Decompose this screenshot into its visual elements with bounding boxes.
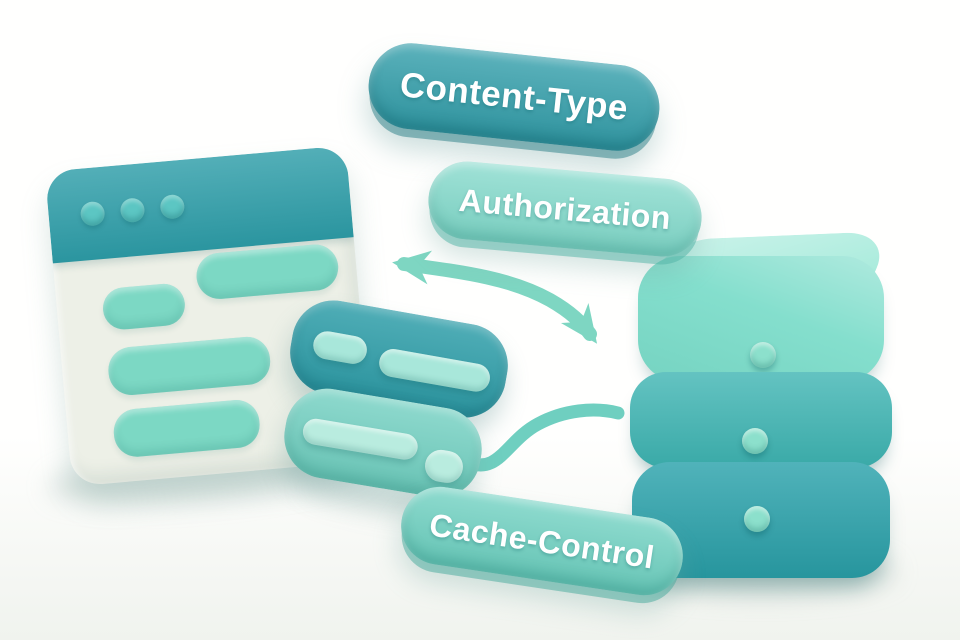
content-bar (101, 282, 187, 332)
cache-control-label: Cache-Control (427, 505, 657, 576)
header-value-pill (422, 447, 466, 486)
server-led-dot (744, 506, 770, 532)
server-led-dot (742, 428, 768, 454)
header-field-pill (311, 329, 370, 367)
authorization-pill: Authorization (425, 158, 705, 260)
header-value-pill (376, 346, 493, 394)
server-box-middle (630, 372, 892, 468)
window-control-dot (159, 193, 186, 220)
header-field-pill (300, 416, 420, 462)
content-type-pill: Content-Type (364, 38, 664, 156)
server-box-top (638, 256, 884, 382)
content-bar (194, 242, 341, 301)
authorization-label: Authorization (457, 181, 673, 236)
content-bar (106, 334, 273, 397)
content-bar (111, 398, 262, 459)
request-cable (459, 403, 625, 472)
window-control-dot (79, 200, 106, 227)
window-control-dot (119, 197, 146, 224)
content-type-label: Content-Type (398, 65, 630, 128)
server-led-dot (750, 342, 776, 368)
